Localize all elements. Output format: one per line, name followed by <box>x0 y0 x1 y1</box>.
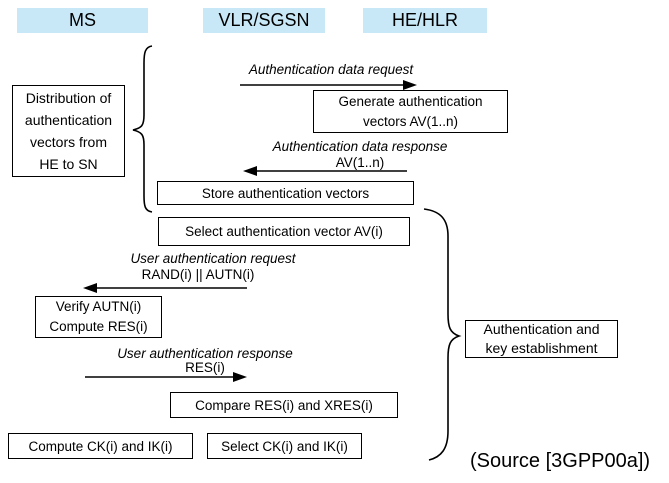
process-box-generate-vectors: Generate authentication vectors AV(1..n) <box>313 90 508 133</box>
entity-header-he-hlr: HE/HLR <box>363 8 487 33</box>
entity-label-ms: MS <box>69 10 96 30</box>
auth-data-request-arrow <box>240 80 417 90</box>
process-box-line: Compute CK(i) and IK(i) <box>28 438 173 454</box>
message-auth-data-response-detail: AV(1..n) <box>335 155 385 170</box>
process-box-verify-autn: Verify AUTN(i) Compute RES(i) <box>35 296 162 338</box>
annotation-line: HE to SN <box>39 156 98 172</box>
process-box-line: Select CK(i) and IK(i) <box>221 438 348 454</box>
message-user-auth-request-label: User authentication request <box>130 251 296 266</box>
entity-label-he-hlr: HE/HLR <box>391 10 458 30</box>
entity-header-ms: MS <box>17 8 148 33</box>
message-auth-data-response-label: Authentication data response <box>272 139 448 154</box>
annotation-line: Distribution of <box>25 90 112 106</box>
process-box-line: Compare RES(i) and XRES(i) <box>195 397 373 413</box>
right-brace-icon <box>423 208 462 461</box>
process-box-compare-res: Compare RES(i) and XRES(i) <box>170 392 398 418</box>
process-box-select-vector: Select authentication vector AV(i) <box>158 217 410 246</box>
annotation-line: vectors from <box>29 134 107 150</box>
arrowhead-right-icon <box>403 80 417 90</box>
process-box-compute-ck-ik: Compute CK(i) and IK(i) <box>8 433 193 459</box>
process-box-line: Compute RES(i) <box>49 319 148 334</box>
source-citation: (Source [3GPP00a]) <box>470 450 651 472</box>
user-auth-request-arrow <box>83 283 247 293</box>
process-box-select-ck-ik: Select CK(i) and IK(i) <box>207 433 362 459</box>
annotation-line: Authentication and <box>483 321 600 337</box>
process-box-line: Select authentication vector AV(i) <box>185 224 383 239</box>
annotation-line: authentication <box>24 112 113 128</box>
process-box-line: Generate authentication <box>338 93 483 109</box>
arrowhead-left-icon <box>83 283 97 293</box>
annotation-box-distribution: Distribution of authentication vectors f… <box>12 85 125 177</box>
process-box-line: vectors AV(1..n) <box>362 113 459 129</box>
message-auth-data-request-label: Authentication data request <box>248 62 414 77</box>
entity-label-vlr-sgsn: VLR/SGSN <box>218 10 310 30</box>
annotation-line: key establishment <box>485 340 598 356</box>
left-brace-icon <box>132 45 153 213</box>
message-user-auth-response-label: User authentication response <box>117 346 293 361</box>
process-box-store-vectors: Store authentication vectors <box>157 181 414 205</box>
process-box-line: Verify AUTN(i) <box>55 299 142 314</box>
process-box-line: Store authentication vectors <box>201 185 370 201</box>
entity-header-vlr-sgsn: VLR/SGSN <box>203 8 325 33</box>
message-user-auth-request-detail: RAND(i) || AUTN(i) <box>141 267 255 282</box>
message-user-auth-response-detail: RES(i) <box>185 360 225 375</box>
annotation-box-auth-key-establishment: Authentication and key establishment <box>465 320 618 358</box>
